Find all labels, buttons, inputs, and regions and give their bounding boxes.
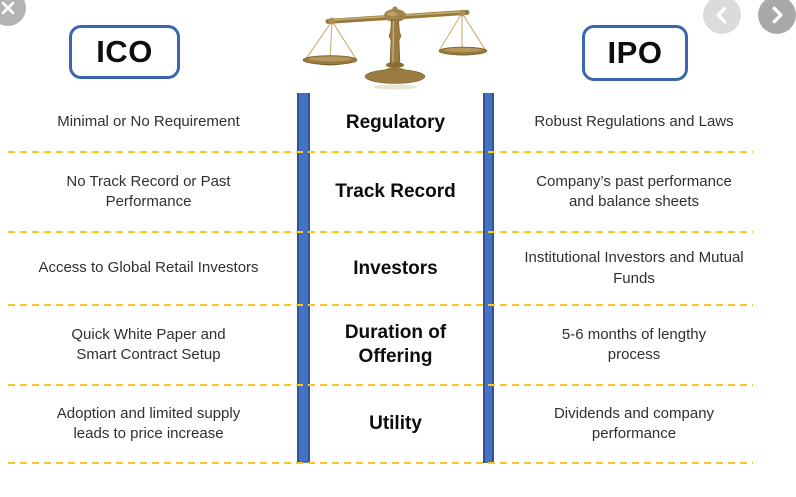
ico-value: Adoption and limited supply leads to pri… [56,404,241,442]
row-divider [8,304,753,306]
ico-value: Minimal or No Requirement [57,113,240,131]
ipo-cell: Institutional Investors and Mutual Funds [494,248,796,289]
category-cell: Duration of Offering [297,321,494,369]
ico-cell: Access to Global Retail Investors [0,258,297,278]
category-label: Duration of Offering [344,322,447,367]
ipo-cell: 5-6 months of lengthy process [494,325,796,366]
row-divider [8,384,753,386]
category-label: Regulatory [345,111,446,133]
ipo-cell: Robust Regulations and Laws [494,112,796,132]
ico-header-box: ICO [69,25,180,79]
ipo-value: Institutional Investors and Mutual Funds [524,249,744,287]
category-cell: Utility [297,412,494,436]
close-icon [1,1,15,15]
balance-scale-illustration [302,6,488,90]
ipo-value: 5-6 months of lengthy process [561,325,707,363]
category-cell: Regulatory [297,111,494,135]
ico-value: Access to Global Retail Investors [38,259,259,277]
row-divider [8,151,753,153]
comparison-table: Minimal or No Requirement Regulatory Rob… [0,93,796,463]
chevron-left-icon [716,6,727,24]
row-track-record: No Track Record or Past Performance Trac… [0,152,796,232]
ico-cell: Adoption and limited supply leads to pri… [0,404,297,445]
ico-cell: Minimal or No Requirement [0,112,297,132]
row-regulatory: Minimal or No Requirement Regulatory Rob… [0,93,796,152]
category-cell: Investors [297,257,494,281]
ipo-cell: Dividends and company performance [494,404,796,445]
category-label: Track Record [335,181,456,203]
ico-value: No Track Record or Past Performance [66,172,231,210]
row-utility: Adoption and limited supply leads to pri… [0,385,796,463]
row-divider [8,231,753,233]
close-button[interactable] [0,0,26,26]
ico-value: Quick White Paper and Smart Contract Set… [71,325,226,363]
ipo-value: Robust Regulations and Laws [534,113,734,131]
ipo-header-box: IPO [582,25,688,81]
prev-button[interactable] [703,0,741,34]
row-divider [8,462,753,464]
divider-bar-left [297,93,310,463]
chevron-right-icon [772,6,783,24]
ico-header-label: ICO [96,34,153,69]
category-label: Investors [353,257,438,279]
ipo-cell: Company’s past performance and balance s… [494,172,796,213]
next-button[interactable] [758,0,796,34]
category-label: Utility [369,413,422,435]
row-investors: Access to Global Retail Investors Invest… [0,232,796,305]
row-duration-of-offering: Quick White Paper and Smart Contract Set… [0,305,796,385]
ico-cell: Quick White Paper and Smart Contract Set… [0,325,297,366]
ipo-value: Company’s past performance and balance s… [536,172,732,210]
category-cell: Track Record [297,180,494,204]
ipo-value: Dividends and company performance [553,404,715,442]
ipo-header-label: IPO [607,35,663,70]
ico-cell: No Track Record or Past Performance [0,172,297,213]
divider-bar-right [483,93,494,463]
